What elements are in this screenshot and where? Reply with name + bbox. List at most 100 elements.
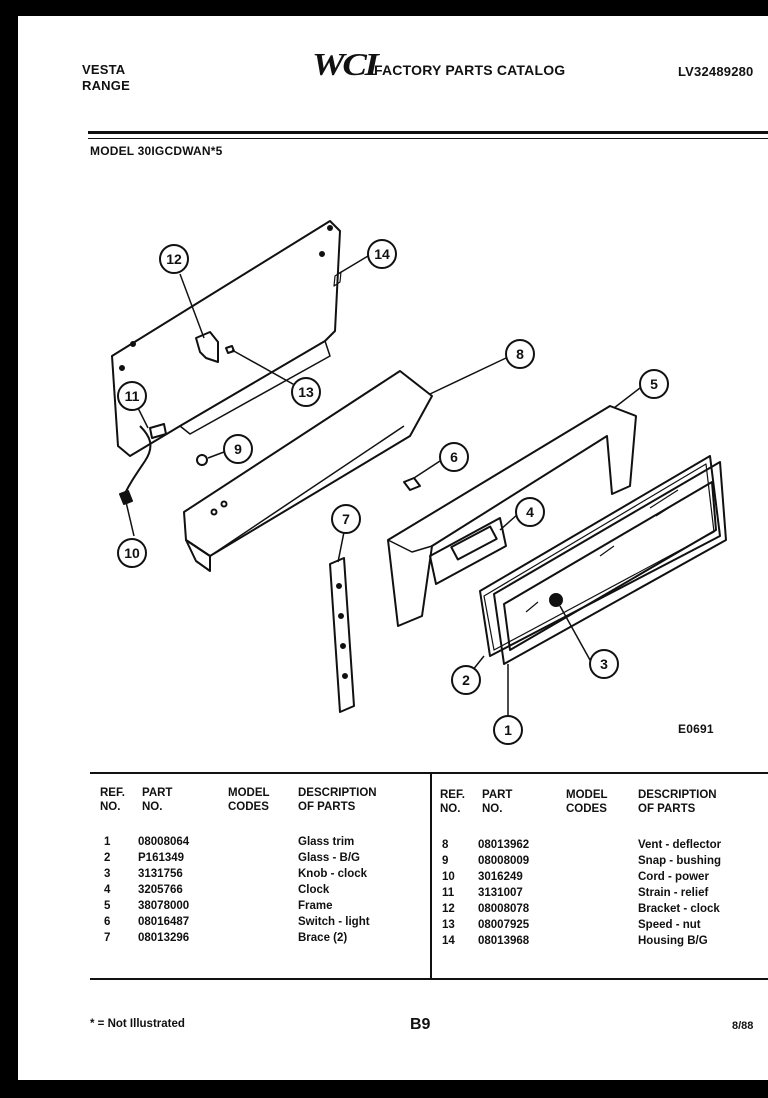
table-cell: Housing B/G (638, 935, 708, 947)
left-part-column: 08008064 P161349 3131756 3205766 3807800… (138, 834, 189, 946)
drawing-code: E0691 (678, 722, 714, 736)
callout-1: 1 (493, 715, 523, 745)
catalog-page: VESTA RANGE WCI FACTORY PARTS CATALOG LV… (18, 16, 768, 1080)
catalog-number: LV32489280 (678, 64, 754, 79)
catalog-title: FACTORY PARTS CATALOG (374, 62, 566, 78)
light-switch-part (403, 477, 421, 491)
table-cell: 7 (104, 932, 111, 944)
vent-deflector-part (183, 370, 433, 572)
snap-bushing-part (196, 454, 208, 466)
glass-trim-part (493, 461, 727, 665)
col-header-description-right: DESCRIPTION OF PARTS (638, 789, 717, 815)
svg-text:6: 6 (450, 449, 458, 465)
table-cell: 08007925 (478, 919, 530, 931)
table-cell: Bracket - clock (638, 903, 720, 915)
clock-part (429, 517, 507, 585)
table-cell: Vent - deflector (638, 839, 722, 851)
table-cell: 08013962 (478, 839, 530, 851)
table-cell: 08008009 (478, 855, 530, 867)
callout-5: 5 (639, 369, 669, 399)
table-cell: 3131756 (138, 868, 183, 880)
brace-part (329, 557, 355, 713)
table-cell: 08013968 (478, 935, 530, 947)
table-cell: 08013296 (138, 932, 190, 944)
footnote: * = Not Illustrated (90, 1018, 185, 1030)
svg-text:1: 1 (504, 722, 512, 738)
callout-12: 12 (159, 244, 189, 274)
table-cell: 6 (104, 916, 111, 928)
table-cell: 5 (104, 900, 111, 912)
table-cell: 3 (104, 868, 111, 880)
power-cord-part (119, 423, 167, 505)
table-cell: Glass - B/G (298, 852, 360, 864)
svg-text:5: 5 (650, 376, 658, 392)
col-header-part-right: PART NO. (482, 789, 513, 815)
table-bottom-rule (90, 978, 768, 980)
table-cell: Speed - nut (638, 919, 701, 931)
table-cell: 13 (442, 919, 455, 931)
right-ref-column: 8 9 10 11 12 13 14 (442, 837, 455, 949)
model-label: MODEL 30IGCDWAN*5 (90, 144, 223, 158)
table-cell: 3016249 (478, 871, 523, 883)
table-cell: 08008078 (478, 903, 530, 915)
svg-text:14: 14 (374, 246, 390, 262)
table-cell: 3205766 (138, 884, 183, 896)
svg-text:9: 9 (234, 441, 242, 457)
table-cell: Switch - light (298, 916, 370, 928)
table-cell: Frame (298, 900, 333, 912)
table-cell: 08016487 (138, 916, 190, 928)
table-cell: 8 (442, 839, 449, 851)
svg-text:13: 13 (298, 384, 314, 400)
page-number: B9 (410, 1016, 431, 1033)
callout-13: 13 (291, 377, 321, 407)
table-cell: 08008064 (138, 836, 190, 848)
svg-text:11: 11 (125, 388, 140, 404)
issue-date: 8/88 (732, 1020, 754, 1032)
col-header-model-codes-right: MODEL CODES (566, 789, 608, 815)
clock-knob-part (549, 593, 563, 607)
right-desc-column: Vent - deflector Snap - bushing Cord - p… (638, 837, 721, 949)
callout-3: 3 (589, 649, 619, 679)
svg-text:3: 3 (600, 656, 608, 672)
callout-14: 14 (367, 239, 397, 269)
frame-part (387, 405, 637, 627)
header-rule-thin (88, 138, 768, 139)
svg-text:2: 2 (462, 672, 470, 688)
leader-lines (125, 255, 641, 728)
callout-11: 11 (117, 381, 147, 411)
table-cell: 14 (442, 935, 455, 947)
table-cell: Clock (298, 884, 330, 896)
table-cell: Knob - clock (298, 868, 368, 880)
table-cell: 1 (104, 836, 111, 848)
glass-part (479, 455, 721, 657)
table-cell: Cord - power (638, 871, 709, 883)
table-cell: 3131007 (478, 887, 523, 899)
clock-bracket-part (195, 331, 219, 363)
right-part-column: 08013962 08008009 3016249 3131007 080080… (478, 837, 529, 949)
table-cell: Brace (2) (298, 932, 348, 944)
table-cell: P161349 (138, 852, 185, 864)
table-cell: 9 (442, 855, 449, 867)
col-header-part: PART NO. (142, 787, 173, 813)
brand-line2: RANGE (82, 78, 130, 93)
housing-part (111, 220, 342, 457)
col-header-description: DESCRIPTION OF PARTS (298, 787, 377, 813)
exploded-parts-diagram: 14 12 13 11 9 10 8 5 6 7 4 3 2 1 (111, 220, 727, 745)
brand-line1: VESTA (82, 62, 126, 77)
svg-text:8: 8 (516, 346, 524, 362)
table-top-rule (90, 772, 768, 774)
callout-7: 7 (331, 504, 361, 534)
callout-9: 9 (223, 434, 253, 464)
col-header-ref: REF. NO. (100, 787, 125, 813)
header-rule (88, 131, 768, 134)
table-cell: 11 (442, 887, 455, 899)
left-desc-column: Glass trim Glass - B/G Knob - clock Cloc… (298, 834, 370, 946)
wci-logo: WCI (312, 46, 379, 82)
callout-6: 6 (439, 442, 469, 472)
svg-text:7: 7 (342, 511, 350, 527)
col-header-ref-right: REF. NO. (440, 789, 465, 815)
table-cell: Strain - relief (638, 887, 709, 899)
col-header-model-codes: MODEL CODES (228, 787, 270, 813)
table-cell: 10 (442, 871, 455, 883)
callout-8: 8 (505, 339, 535, 369)
